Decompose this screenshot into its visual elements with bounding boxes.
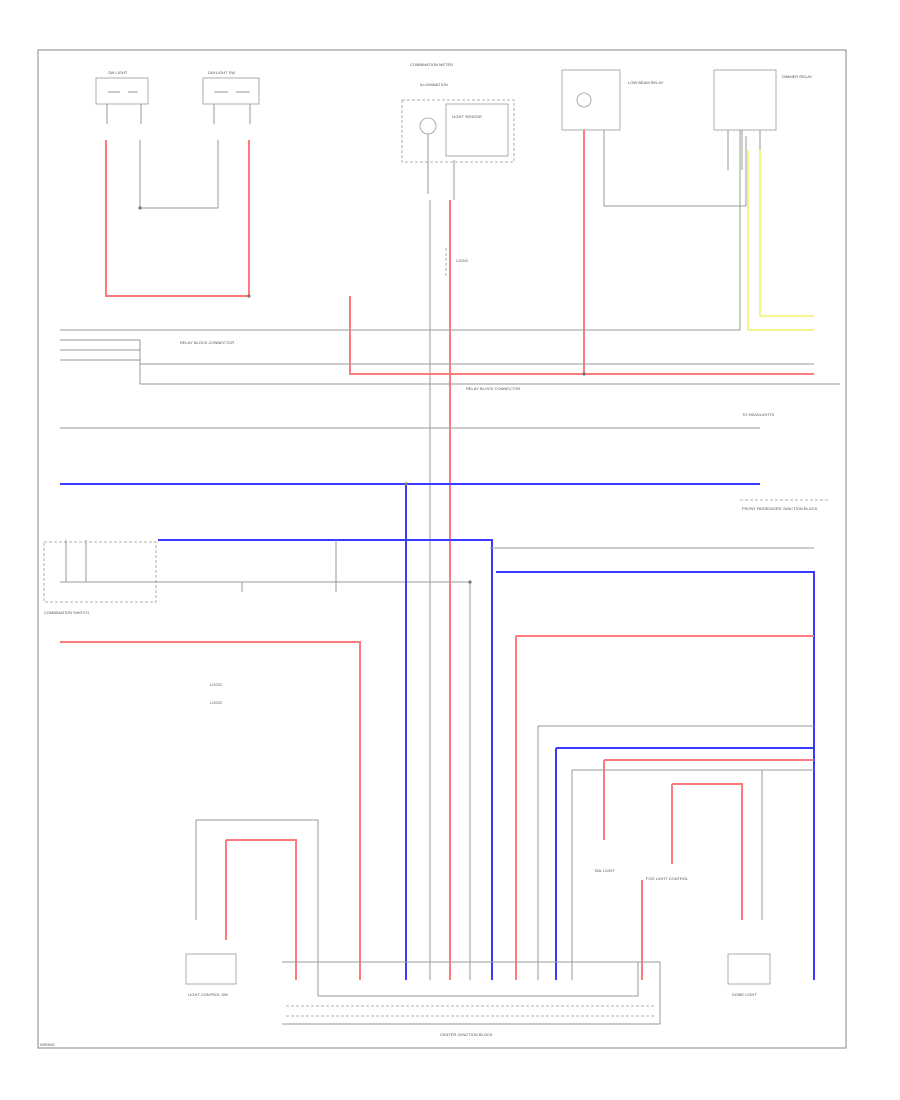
meter-lamp-icon: [419, 117, 437, 135]
label-light-control-sw: LIGHT CONTROL SW: [188, 992, 228, 997]
diagram-frame: [37, 49, 847, 1049]
label-fog-light-control: FOG LIGHT CONTROL: [646, 876, 689, 881]
right-side-lines: TAIL LIGHT FOG LIGHT CONTROL DOME LIGHT: [490, 547, 815, 997]
legend-item-1: LOGIC: [210, 682, 223, 687]
bus-lines: RELAY BLOCK CONNECTOR RELAY BLOCK CONNEC…: [60, 130, 840, 511]
label-front-passenger-jb: FRONT PASSENGER JUNCTION BLOCK: [742, 506, 818, 511]
label-combination-meter: COMBINATION METER: [410, 62, 453, 67]
label-dome-light: DOME LIGHT: [732, 992, 757, 997]
combination-meter-group: COMBINATION METER ILLUMINATION LIGHT SEN…: [401, 62, 515, 980]
footer-label: WIRING: [40, 1042, 55, 1047]
label-combination-switch: COMBINATION SWITCH: [44, 610, 89, 615]
light-control-switch-group: LIGHT CONTROL SW: [185, 819, 319, 997]
label-relay-connector-a: RELAY BLOCK CONNECTOR: [180, 340, 234, 345]
relay-group: LOW BEAM RELAY DIMMER RELAY: [349, 69, 814, 376]
label-relay-connector-b: RELAY BLOCK CONNECTOR: [466, 386, 520, 391]
relay-lamp-icon: [576, 92, 592, 108]
label-center-junction-block: CENTER JUNCTION BLOCK: [440, 1032, 493, 1037]
legend: LOGIC LOGIC: [210, 682, 223, 705]
label-to-headlights: TO HEADLIGHTS: [742, 412, 774, 417]
legend-item-2: LOGIC: [210, 700, 223, 705]
label-sw-light: SW LIGHT: [108, 70, 128, 75]
center-junction-block: CENTER JUNCTION BLOCK: [282, 961, 661, 1037]
label-tail-light: TAIL LIGHT: [594, 868, 615, 873]
label-illumination: ILLUMINATION: [420, 82, 448, 87]
label-low-beam-relay: LOW BEAM RELAY: [628, 80, 664, 85]
top-left-switch-group: SW LIGHT DAYLIGHT SW: [95, 70, 260, 298]
label-dimmer-relay: DIMMER RELAY: [782, 74, 812, 79]
label-light-sensor: LIGHT SENSOR: [452, 114, 482, 119]
label-daylight-sw: DAYLIGHT SW: [208, 70, 235, 75]
svg-text:LOGIC: LOGIC: [456, 258, 469, 263]
combination-switch-group: COMBINATION SWITCH: [43, 482, 493, 980]
